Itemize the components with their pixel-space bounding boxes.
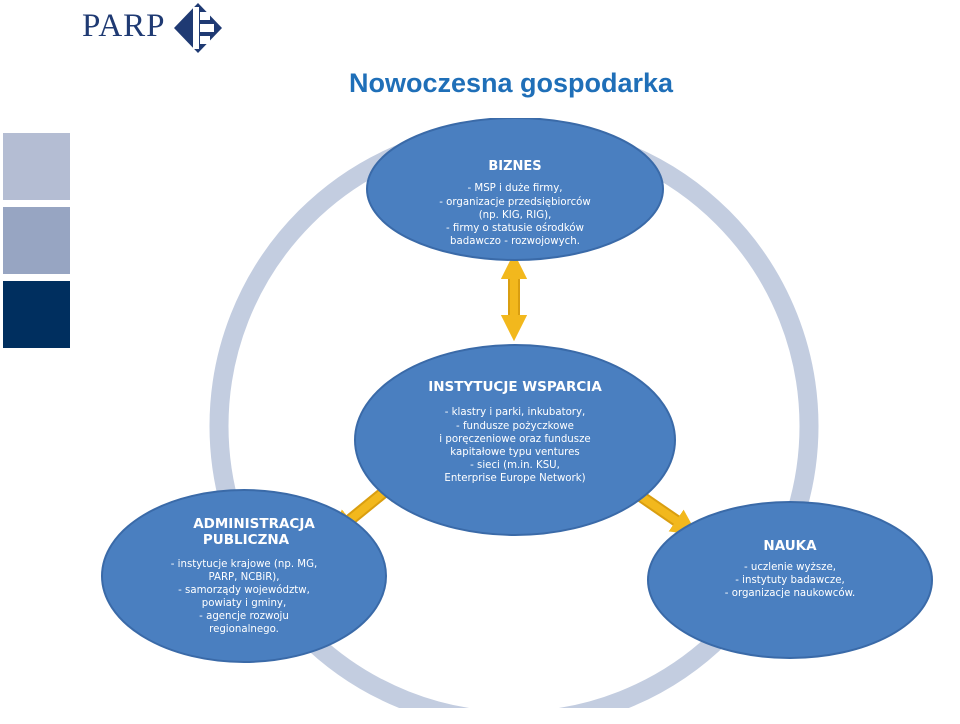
parp-logo-mark-icon	[174, 3, 222, 53]
node-biznes: BIZNES - MSP i duże firmy, - organizacje…	[366, 118, 664, 261]
node-administracja-line: powiaty i gminy,	[202, 598, 286, 609]
side-block-medium	[3, 207, 70, 274]
ecosystem-diagram: BIZNES - MSP i duże firmy, - organizacje…	[101, 118, 933, 708]
node-biznes-line: - firmy o statusie ośrodków	[446, 222, 584, 234]
node-instytucje-line: Enterprise Europe Network)	[444, 473, 585, 484]
node-instytucje-wsparcia: INSTYTUCJE WSPARCIA - klastry i parki, i…	[354, 344, 676, 536]
node-administracja-title: PUBLICZNA	[203, 532, 290, 548]
node-instytucje-title: INSTYTUCJE WSPARCIA	[428, 379, 602, 395]
node-administracja-line: - agencje rozwoju	[199, 611, 289, 622]
page-title: Nowoczesna gospodarka	[348, 68, 674, 98]
node-instytucje-line: - klastry i parki, inkubatory,	[445, 407, 586, 418]
node-administracja-line: PARP, NCBiR),	[208, 572, 279, 583]
node-nauka-line: - instytuty badawcze,	[735, 575, 844, 586]
node-instytucje-line: - fundusze pożyczkowe	[456, 421, 574, 432]
node-biznes-line: (np. KIG, RIG),	[479, 210, 552, 221]
node-nauka-line: - uczlenie wyższe,	[744, 562, 836, 573]
node-instytucje-line: - sieci (m.in. KSU,	[470, 460, 560, 471]
node-biznes-title: BIZNES	[488, 159, 541, 174]
logo-text: PARP	[82, 8, 166, 44]
node-instytucje-line: i poręczeniowe oraz fundusze	[439, 434, 590, 445]
node-administracja-line: - samorządy województw,	[178, 584, 310, 596]
node-administracja-line: - instytucje krajowe (np. MG,	[171, 559, 317, 570]
node-administracja-publiczna: ADMINISTRACJA PUBLICZNA - instytucje kra…	[101, 489, 387, 663]
node-nauka-title: NAUKA	[763, 538, 817, 554]
node-nauka-line: - organizacje naukowców.	[725, 587, 855, 599]
node-biznes-line: - organizacje przedsiębiorców	[439, 196, 590, 208]
node-biznes-line: - MSP i duże firmy,	[467, 183, 562, 194]
side-block-dark	[3, 281, 70, 348]
node-instytucje-line: kapitałowe typu ventures	[450, 447, 579, 458]
node-administracja-line: regionalnego.	[209, 624, 279, 635]
node-nauka: NAUKA - uczlenie wyższe, - instytuty bad…	[647, 501, 933, 659]
node-biznes-line: badawczo - rozwojowych.	[450, 236, 580, 247]
side-block-light	[3, 133, 70, 200]
node-administracja-title: ADMINISTRACJA	[193, 516, 315, 532]
